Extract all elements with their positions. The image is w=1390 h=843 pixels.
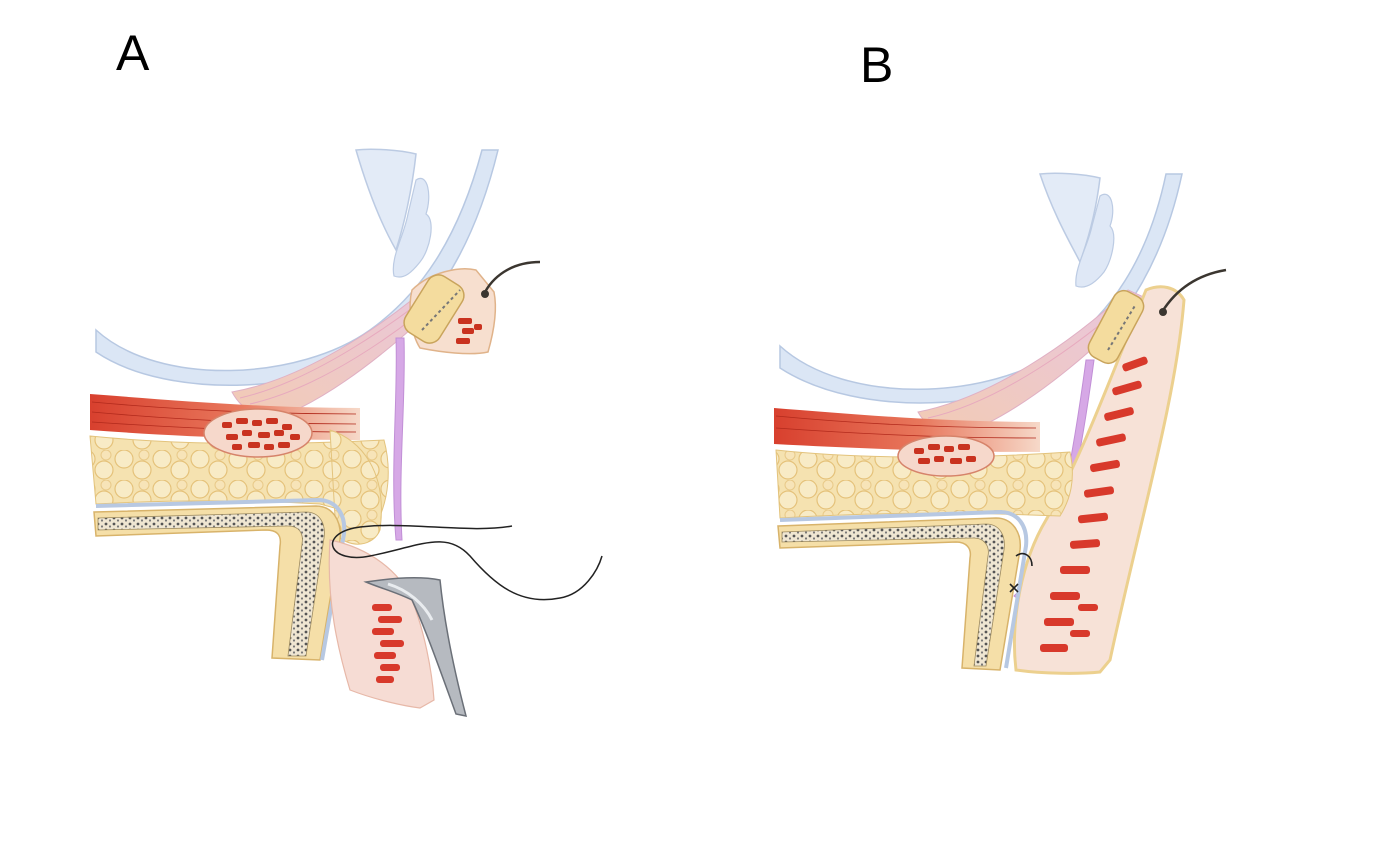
- fornix-conjunctiva-a: [355, 148, 417, 252]
- eyelash-a: [482, 260, 541, 295]
- conjunctiva-lining-b: [779, 509, 1029, 669]
- conjunctiva-lining-a: [95, 497, 347, 661]
- eyelash-b: [1160, 268, 1227, 313]
- panel-label-a: A: [116, 25, 150, 81]
- forceps-icon: [363, 577, 468, 717]
- gland-tissue-a: [392, 177, 432, 278]
- tarsal-fragment-a: [403, 274, 465, 344]
- panel-a-illustration: [89, 148, 603, 717]
- skin-flap-a: [328, 539, 435, 709]
- muscle-cross-section-b: [897, 435, 995, 477]
- bone-layer-b: [781, 523, 1005, 667]
- panel-label-b: B: [860, 37, 894, 93]
- suture-thread-a: [332, 524, 603, 601]
- bone-layer-a: [97, 511, 325, 657]
- muscle-cross-section-a: [203, 408, 313, 458]
- orbital-fat-b: [775, 449, 1073, 519]
- fornix-conjunctiva-b: [1038, 172, 1101, 264]
- gland-tissue-b: [1075, 193, 1115, 288]
- tarsal-plate-a: [93, 505, 341, 661]
- mueller-muscle-a: [393, 337, 405, 541]
- tarsal-fragment-b: [1087, 289, 1145, 365]
- suture-knot-icon: [1009, 552, 1033, 593]
- panel-b-illustration: [774, 172, 1227, 675]
